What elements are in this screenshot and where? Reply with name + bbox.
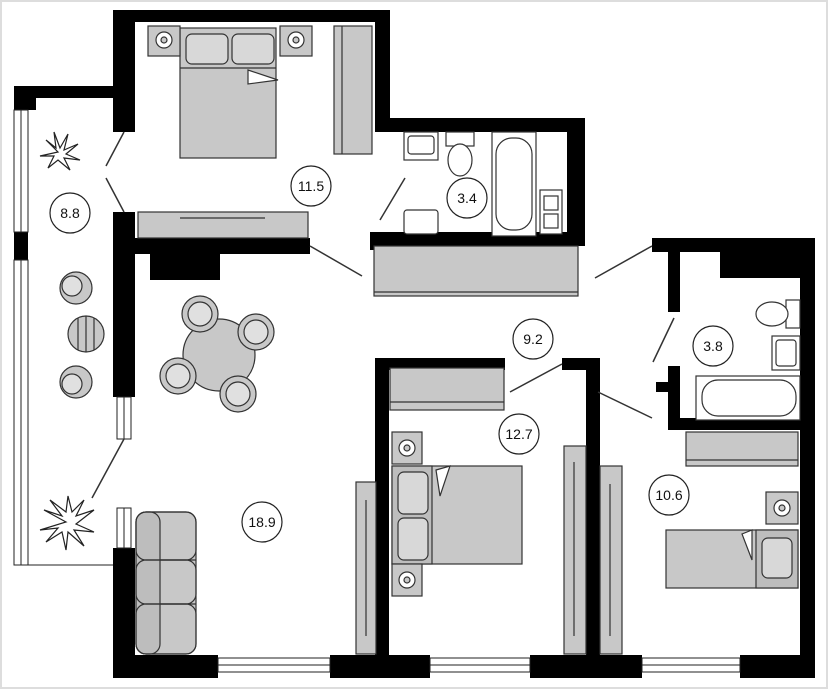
area-text: 9.2: [523, 331, 543, 347]
room-area-bedroom-right: 10.6: [648, 474, 690, 516]
hallway-cabinet: [373, 245, 579, 297]
desk: [137, 211, 309, 239]
sofa: [135, 511, 197, 655]
room-area-living-room: 18.9: [241, 501, 283, 543]
area-text: 8.8: [60, 205, 80, 221]
room-area-bedroom-top: 11.5: [290, 165, 332, 207]
plant-icon: [39, 495, 95, 551]
windows: [13, 109, 741, 673]
room-area-balcony: 8.8: [49, 192, 91, 234]
wardrobe-top: [333, 25, 373, 155]
dining-table: [182, 318, 256, 392]
furniture: [39, 25, 801, 655]
dining-chairs: [159, 295, 275, 413]
area-text: 10.6: [655, 487, 682, 503]
wardrobe-right: [599, 465, 623, 655]
room-area-bedroom-middle: 12.7: [498, 413, 540, 455]
wardrobe-middle: [389, 367, 505, 411]
area-text: 18.9: [248, 514, 275, 530]
area-text: 3.4: [457, 190, 477, 206]
area-labels: 11.5 3.4 8.8 9.2 3.8 12.7 10.6 18.9: [49, 165, 734, 543]
room-area-hallway: 9.2: [512, 318, 554, 360]
room-area-bathroom-top: 3.4: [446, 177, 488, 219]
area-text: 12.7: [505, 426, 532, 442]
room-area-bathroom-right: 3.8: [692, 325, 734, 367]
area-text: 11.5: [298, 178, 324, 194]
area-text: 3.8: [703, 338, 723, 354]
tv-cabinet-right: [563, 445, 587, 655]
door-swings: [91, 131, 675, 499]
dresser-right: [685, 431, 799, 467]
plant-icon: [39, 131, 81, 171]
